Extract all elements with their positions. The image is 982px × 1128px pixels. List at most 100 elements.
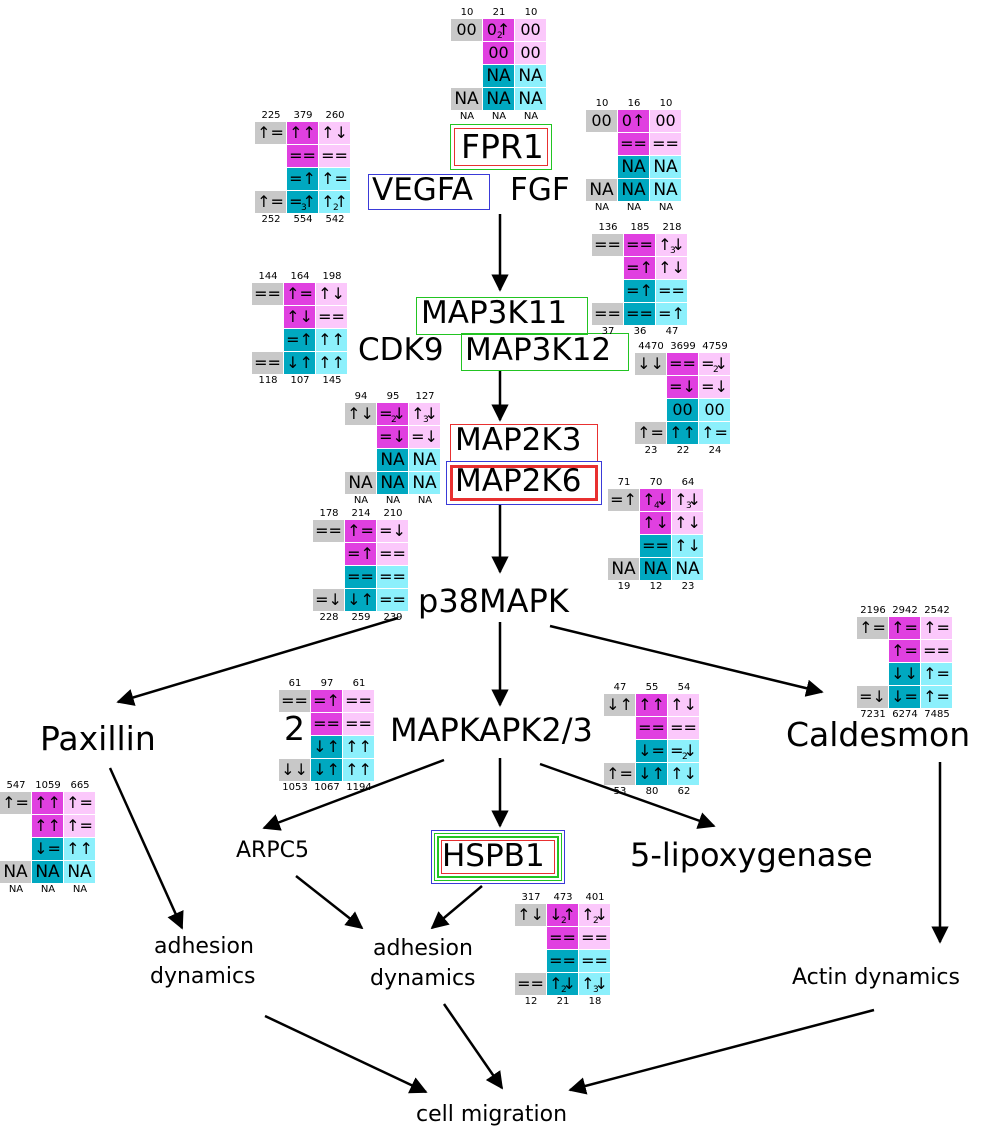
node-adhesion-dynamics-1-line1: adhesion <box>154 934 254 959</box>
expression-cell: ↑= <box>699 422 730 444</box>
expression-cell: =↑ <box>284 329 315 351</box>
expression-cell: == <box>636 717 667 739</box>
expression-cell: =↓ <box>409 426 440 448</box>
expression-cell: ↑↓ <box>656 234 687 256</box>
expression-cell: ↑= <box>635 422 666 444</box>
node-map2k6: MAP2K6 <box>455 463 582 499</box>
node-adhesion-dynamics-1-line2: dynamics <box>150 964 256 989</box>
node-adhesion-dynamics-2-line2: dynamics <box>370 966 476 991</box>
expression-cell: == <box>624 234 655 256</box>
expression-cell: == <box>624 303 655 325</box>
cell-annotation: 2 <box>682 752 688 762</box>
expression-cell: ↑= <box>0 792 31 814</box>
expression-cell: ↓↑ <box>345 589 376 611</box>
expression-cell: == <box>252 283 283 305</box>
node-mapkapk23: MAPKAPK2/3 <box>390 711 593 749</box>
arrow-mapkapk-arpc5 <box>262 758 445 831</box>
expression-cell: == <box>547 927 578 949</box>
count-top: 665 <box>70 780 90 791</box>
node-cdk9: CDK9 <box>358 332 444 368</box>
count-top: 210 <box>383 508 403 519</box>
expression-cell: ↑↑ <box>343 759 374 781</box>
expression-cell: ↑↑ <box>667 422 698 444</box>
cell-annotation: 2 <box>713 365 719 375</box>
expression-cell: ↑↓ <box>672 489 703 511</box>
expression-cell: == <box>377 566 408 588</box>
count-bottom: NA <box>523 111 539 122</box>
map2k6-box <box>446 461 602 505</box>
count-bottom: 239 <box>383 612 403 623</box>
expression-cell: ↓↓ <box>279 759 310 781</box>
expression-cell: 00 <box>699 399 730 421</box>
count-bottom: 1067 <box>314 782 340 793</box>
expression-cell: =↓ <box>857 686 888 708</box>
node-map3k12: MAP3K12 <box>465 332 612 368</box>
count-top: 214 <box>351 508 371 519</box>
count-top: 55 <box>645 682 659 693</box>
count-bottom: 62 <box>677 786 691 797</box>
count-bottom: 554 <box>293 214 313 225</box>
count-top: 379 <box>293 110 313 121</box>
expression-cell: == <box>377 543 408 565</box>
expression-cell: ↑= <box>921 663 952 685</box>
expression-cell: ↑↑ <box>319 191 350 213</box>
expression-cell: NA <box>640 558 671 580</box>
count-bottom: NA <box>459 111 475 122</box>
expression-cell: == <box>252 352 283 374</box>
count-top: 178 <box>319 508 339 519</box>
expression-cell: ↓↑ <box>636 763 667 785</box>
expression-cell: == <box>668 717 699 739</box>
count-top: 185 <box>630 222 650 233</box>
expression-cell: NA <box>345 472 376 494</box>
expression-cell: ↑↓ <box>579 973 610 995</box>
count-top: 144 <box>258 271 278 282</box>
count-top: 547 <box>6 780 26 791</box>
expression-cell: ↑↓ <box>547 973 578 995</box>
expression-cell: ↑↑ <box>287 122 318 144</box>
arrow-paxillin-adhesion1 <box>108 767 184 930</box>
expression-cell: ↑↓ <box>579 904 610 926</box>
expression-cell: == <box>667 353 698 375</box>
expression-cell: NA <box>64 861 95 883</box>
expression-cell: == <box>319 145 350 167</box>
count-bottom: 118 <box>258 375 278 386</box>
expression-cell: == <box>515 973 546 995</box>
expression-cell: NA <box>515 88 546 110</box>
count-top: 198 <box>322 271 342 282</box>
count-bottom: NA <box>626 202 642 213</box>
expression-cell: ↑↓ <box>284 306 315 328</box>
count-top: 64 <box>681 477 695 488</box>
cell-annotation: 3 <box>423 415 429 425</box>
count-top: 47 <box>613 682 627 693</box>
expression-cell: == <box>343 690 374 712</box>
vegfa-box <box>368 174 490 210</box>
expression-cell: =↓ <box>699 376 730 398</box>
count-top: 4759 <box>702 341 728 352</box>
node-adhesion-dynamics-2-line1: adhesion <box>373 936 473 961</box>
expression-cell: ↑= <box>921 686 952 708</box>
expression-cell: NA <box>515 65 546 87</box>
count-bottom: NA <box>658 202 674 213</box>
expression-cell: ↓↑ <box>604 694 635 716</box>
count-top: 260 <box>325 110 345 121</box>
count-top: 21 <box>492 7 506 18</box>
expression-cell: == <box>921 640 952 662</box>
count-bottom: 107 <box>290 375 310 386</box>
expression-cell: ↑= <box>64 792 95 814</box>
expression-cell: NA <box>618 179 649 201</box>
expression-cell: 0↑ <box>618 110 649 132</box>
count-bottom: 37 <box>601 326 615 337</box>
expression-cell: 00 <box>451 19 482 41</box>
count-bottom: 21 <box>556 996 570 1007</box>
expression-cell: ↓↓ <box>889 663 920 685</box>
expression-cell: NA <box>672 558 703 580</box>
expression-cell: 00 <box>650 110 681 132</box>
expression-cell: ↑↓ <box>640 489 671 511</box>
